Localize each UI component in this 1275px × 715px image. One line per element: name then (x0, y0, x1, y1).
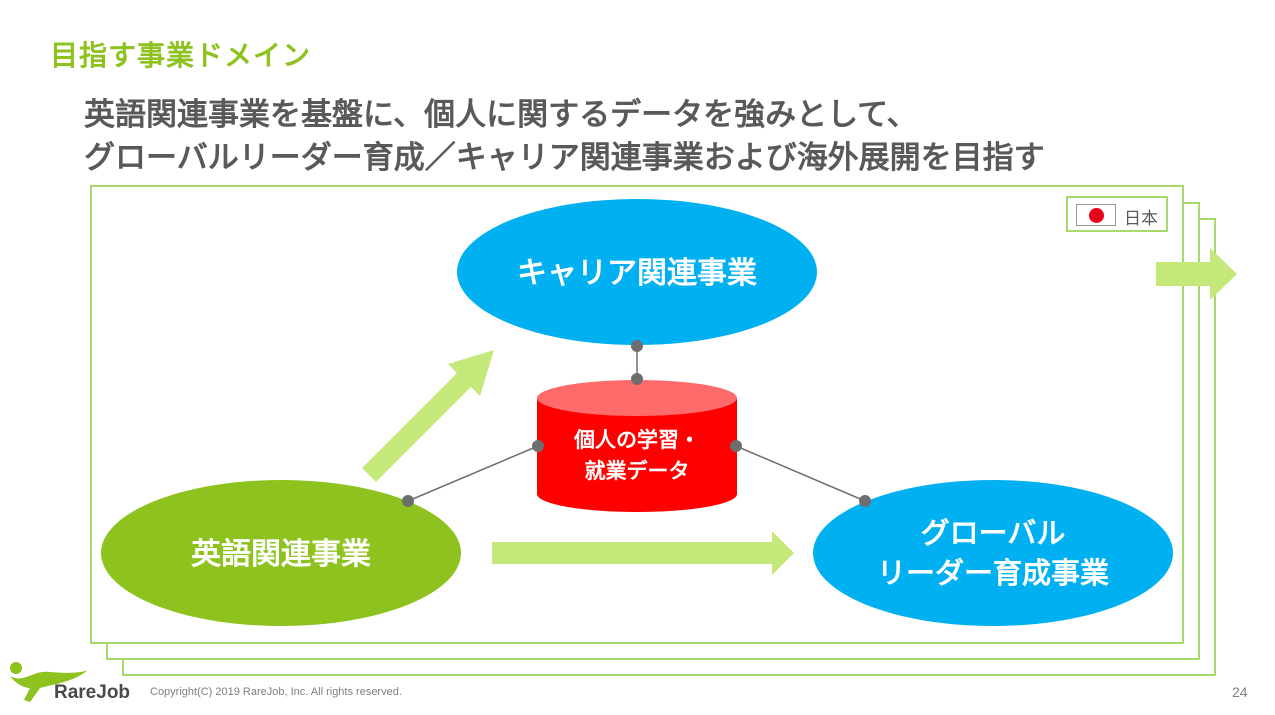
copyright-text: Copyright(C) 2019 RareJob, Inc. All righ… (150, 686, 402, 698)
connector-dot (631, 373, 643, 385)
global-node (813, 480, 1173, 626)
data-store-label-line1: 個人の学習・ (573, 428, 700, 452)
region-badge: 日本 (1066, 196, 1168, 232)
subtitle-line-2: グローバルリーダー育成／キャリア関連事業および海外展開を目指す (84, 140, 1045, 176)
slide-title: 目指す事業ドメイン (50, 39, 312, 72)
connector-dot (631, 340, 643, 352)
career-node (457, 199, 817, 345)
connector-dot (730, 440, 742, 452)
page-number: 24 (1232, 684, 1248, 700)
expansion-arrow (1156, 248, 1237, 300)
connector-dots (402, 340, 871, 507)
horizontal-growth-arrow (492, 531, 794, 575)
flag-red-circle (1089, 208, 1104, 223)
english-node-label: 英語関連事業 (191, 537, 371, 572)
rarejob-logo: RareJob (54, 682, 131, 703)
region-label: 日本 (1124, 209, 1158, 229)
connector-dot (402, 495, 414, 507)
data-store-cylinder (537, 380, 737, 512)
connector-english-data (407, 445, 539, 502)
diagonal-growth-arrow (362, 350, 494, 482)
connector-dot (859, 495, 871, 507)
slide-subtitle: 英語関連事業を基盤に、個人に関するデータを強みとして、 グローバルリーダー育成／… (84, 94, 1234, 180)
data-store-label-line2: 就業データ (585, 459, 690, 483)
connector-dot (532, 440, 544, 452)
subtitle-line-1: 英語関連事業を基盤に、個人に関するデータを強みとして、 (84, 97, 918, 133)
english-node (101, 480, 461, 626)
career-node-label: キャリア関連事業 (517, 256, 757, 291)
connector-data-global (735, 445, 866, 502)
global-node-label-line1: グローバル (921, 516, 1066, 550)
rarejob-logo-mark (10, 662, 88, 702)
japan-flag-icon (1076, 204, 1116, 226)
global-node-label-line2: リーダー育成事業 (877, 556, 1109, 590)
